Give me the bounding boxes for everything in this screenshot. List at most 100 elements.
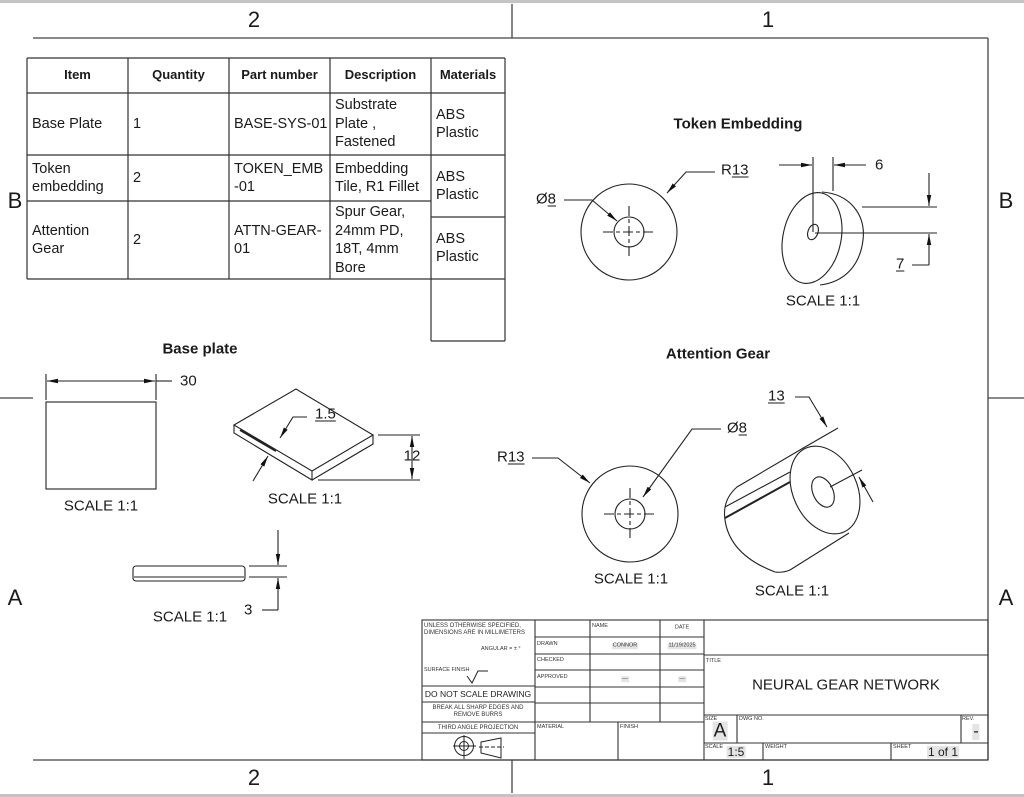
tb-material-label: MATERIAL bbox=[537, 724, 565, 730]
tb-title-label: TITLE bbox=[706, 658, 721, 664]
token-outer-circle bbox=[580, 183, 678, 281]
scale-label-token-iso: SCALE 1:1 bbox=[785, 292, 861, 310]
radius-leader bbox=[532, 457, 591, 484]
tb-header-date: DATE bbox=[674, 624, 690, 631]
plate-top-face bbox=[232, 388, 375, 472]
fillet-dimension-leader bbox=[279, 416, 307, 439]
gear-front-view bbox=[532, 428, 721, 563]
bom-header-description: Description bbox=[344, 67, 417, 83]
tb-drawn-date: 11/19/2025 bbox=[667, 642, 697, 649]
dim-prefix: Ø bbox=[536, 190, 548, 208]
zone-label-right-b: B bbox=[998, 188, 1014, 213]
tb-finish-label: FINISH bbox=[620, 724, 639, 730]
drawing-title: NEURAL GEAR NETWORK bbox=[752, 676, 940, 694]
tb-note-angular: ANGULAR = ± ° bbox=[481, 646, 521, 652]
bom-header-item: Item bbox=[64, 67, 91, 83]
bom-cell-material-empty bbox=[431, 279, 505, 341]
bom-cell-item: Token embedding bbox=[32, 160, 104, 196]
tb-header-name: NAME bbox=[592, 623, 608, 629]
plate-right-face bbox=[311, 435, 374, 481]
dim-prefix: Ø bbox=[727, 419, 739, 437]
hole-diameter-leader bbox=[564, 199, 618, 222]
view-title-token-embedding: Token Embedding bbox=[673, 115, 803, 133]
zone-label-bottom-2: 2 bbox=[247, 765, 261, 790]
tb-rev-label: REV. bbox=[962, 716, 975, 722]
dim-gear-bore-diameter: Ø8 bbox=[727, 421, 747, 436]
dim-value: 8 bbox=[738, 419, 748, 437]
surface-finish-icon bbox=[466, 670, 488, 684]
bom-cell-item: Base Plate bbox=[32, 115, 103, 132]
bom-header-materials: Materials bbox=[439, 67, 497, 83]
bom-cell-description: Spur Gear, 24mm PD, 18T, 4mm Bore bbox=[335, 204, 406, 276]
scale-label-gear-front: SCALE 1:1 bbox=[593, 570, 669, 588]
scale-label-base-front: SCALE 1:1 bbox=[63, 497, 139, 515]
token-front-face bbox=[781, 192, 843, 284]
gear-flat-edge-upper bbox=[724, 471, 791, 508]
dim-value: 8 bbox=[547, 190, 557, 208]
tb-scale-value: 1:5 bbox=[726, 745, 746, 759]
scale-label-gear-iso: SCALE 1:1 bbox=[754, 582, 830, 600]
dim-gear-radius: R13 bbox=[497, 450, 525, 465]
zone-label-right-a: A bbox=[998, 585, 1014, 610]
dim-token-hole-diameter: Ø8 bbox=[536, 192, 556, 207]
third-angle-projection-icon bbox=[453, 735, 504, 759]
dim-base-plate-width: 30 bbox=[180, 372, 197, 390]
dim-value: 13 bbox=[507, 448, 525, 466]
zone-label-left-b: B bbox=[7, 188, 23, 213]
tb-role-checked: CHECKED bbox=[537, 657, 564, 663]
bom-cell-description: Embedding Tile, R1 Fillet bbox=[335, 160, 420, 196]
bottom-edge-strip bbox=[0, 794, 1024, 797]
gear-flat-edge bbox=[724, 481, 791, 519]
tb-note-break-edges: BREAK ALL SHARP EDGES AND REMOVE BURRS bbox=[432, 705, 524, 718]
tb-drawn-name: CONNOR bbox=[611, 642, 639, 649]
bom-cell-part-number: BASE-SYS-01 bbox=[234, 115, 328, 132]
bom-cell-material: ABS Plastic bbox=[436, 230, 479, 266]
extension-line bbox=[804, 427, 839, 448]
bom-cell-material: ABS Plastic bbox=[436, 106, 479, 142]
title-block-outline bbox=[421, 619, 989, 761]
dim-base-plate-fillet: 1.5 bbox=[315, 405, 336, 423]
tb-role-drawn: DRAWN bbox=[537, 641, 558, 647]
tb-note-units: UNLESS OTHERWISE SPECIFIED, DIMENSIONS A… bbox=[424, 623, 526, 636]
dim-base-plate-thickness: 3 bbox=[244, 601, 253, 619]
token-hole bbox=[807, 223, 819, 241]
tb-dwg-no-label: DWG NO. bbox=[739, 716, 764, 722]
tb-sheet-label: SHEET bbox=[893, 744, 912, 750]
view-title-base-plate: Base plate bbox=[162, 340, 238, 358]
bore-diameter-leader bbox=[642, 428, 721, 498]
zone-label-bottom-1: 1 bbox=[761, 765, 775, 790]
view-title-attention-gear: Attention Gear bbox=[665, 345, 771, 363]
bom-header-quantity: Quantity bbox=[152, 67, 205, 83]
base-plate-side-view bbox=[132, 530, 287, 611]
token-isometric-view bbox=[779, 157, 937, 286]
dim-gear-length: 13 bbox=[768, 387, 785, 405]
radius-leader bbox=[666, 171, 715, 194]
tb-size-label: SIZE bbox=[705, 716, 718, 722]
top-edge-strip bbox=[0, 0, 1024, 3]
dim-prefix: R bbox=[721, 161, 732, 179]
gear-isometric-view bbox=[723, 396, 874, 573]
bom-cell-quantity: 2 bbox=[133, 231, 142, 248]
tb-weight-label: WEIGHT bbox=[765, 744, 787, 750]
bom-cell-quantity: 2 bbox=[133, 169, 142, 186]
dim-value: 13 bbox=[731, 161, 749, 179]
tb-approved-date: — bbox=[678, 675, 686, 682]
plate-side-outline bbox=[132, 565, 246, 582]
dim-token-radius: R13 bbox=[721, 163, 749, 178]
base-plate-isometric-view bbox=[232, 388, 420, 482]
bom-cell-material: ABS Plastic bbox=[436, 168, 479, 204]
zone-label-left-a: A bbox=[7, 585, 23, 610]
dim-prefix: R bbox=[497, 448, 508, 466]
zone-label-top-1: 1 bbox=[761, 7, 775, 32]
dim-base-plate-height: 12 bbox=[403, 447, 421, 465]
bom-cell-quantity: 1 bbox=[133, 115, 142, 132]
bom-cell-part-number: ATTN-GEAR-01 bbox=[234, 222, 322, 258]
tb-role-approved: APPROVED bbox=[537, 674, 568, 680]
token-front-view bbox=[564, 171, 715, 281]
tb-note-do-not-scale: DO NOT SCALE DRAWING bbox=[424, 688, 532, 699]
tb-scale-label: SCALE bbox=[705, 744, 724, 750]
gear-front-face bbox=[789, 445, 861, 535]
gear-body-silhouette bbox=[723, 446, 850, 573]
